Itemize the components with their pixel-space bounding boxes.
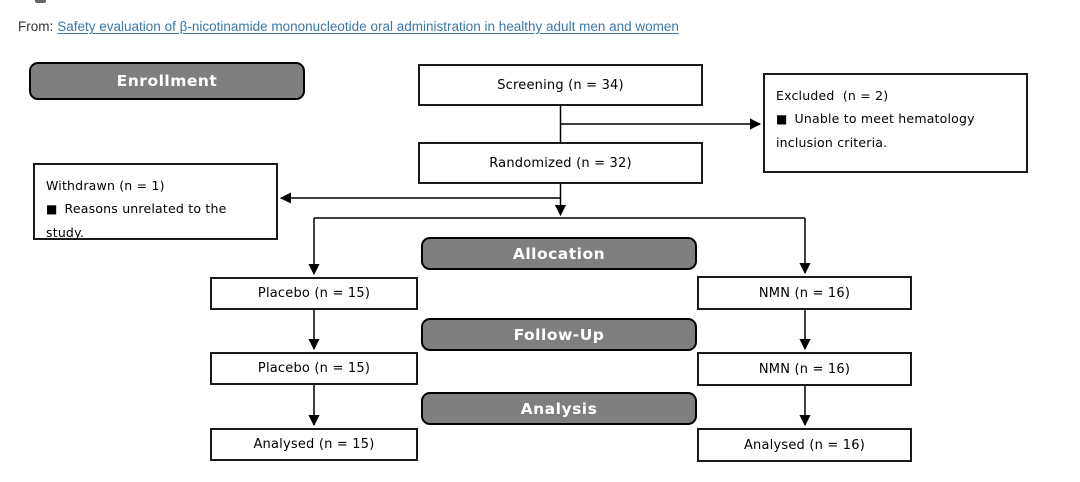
placebo-analysed-label: Analysed (n = 15) (253, 437, 375, 452)
placebo-analysed-box: Analysed (n = 15) (210, 428, 418, 461)
withdrawn-reason-text: Reasons unrelated to the study. (46, 201, 227, 240)
from-label: From: (18, 19, 54, 34)
stage-analysis: Analysis (421, 392, 697, 425)
cropped-heading-fragment (35, 0, 46, 3)
stage-enrollment-label: Enrollment (116, 72, 218, 90)
screening-box: Screening (n = 34) (418, 64, 703, 106)
screening-label: Screening (n = 34) (497, 77, 624, 93)
stage-follow-up: Follow-Up (421, 318, 697, 351)
stage-follow-up-label: Follow-Up (513, 325, 605, 344)
bullet-square-icon: ■ (46, 202, 58, 216)
excluded-reason-text: Unable to meet hematology inclusion crit… (776, 111, 975, 150)
stage-enrollment: Enrollment (29, 62, 305, 100)
withdrawn-reason: ■Reasons unrelated to the study. (46, 197, 265, 244)
nmn-analysed-box: Analysed (n = 16) (697, 428, 912, 462)
nmn-followup-box: NMN (n = 16) (697, 352, 912, 386)
withdrawn-box: Withdrawn (n = 1) ■Reasons unrelated to … (33, 163, 278, 240)
stage-analysis-label: Analysis (520, 399, 598, 418)
randomized-label: Randomized (n = 32) (489, 155, 632, 171)
nmn-allocation-label: NMN (n = 16) (758, 285, 851, 301)
placebo-allocation-label: Placebo (n = 15) (257, 286, 371, 301)
article-title-link[interactable]: Safety evaluation of β-nicotinamide mono… (57, 19, 679, 34)
placebo-allocation-box: Placebo (n = 15) (210, 277, 418, 310)
placebo-followup-label: Placebo (n = 15) (257, 361, 371, 376)
withdrawn-title: Withdrawn (n = 1) (46, 178, 165, 193)
excluded-box: Excluded (n = 2) ■Unable to meet hematol… (763, 73, 1028, 173)
stage-allocation: Allocation (421, 237, 697, 270)
stage-allocation-label: Allocation (512, 244, 606, 263)
excluded-reason: ■Unable to meet hematology inclusion cri… (776, 107, 1015, 154)
nmn-allocation-box: NMN (n = 16) (697, 276, 912, 310)
excluded-title: Excluded (n = 2) (776, 88, 889, 103)
figure-source-line: From:Safety evaluation of β-nicotinamide… (18, 19, 679, 34)
nmn-followup-label: NMN (n = 16) (758, 361, 851, 377)
nmn-analysed-label: Analysed (n = 16) (743, 437, 866, 453)
bullet-square-icon: ■ (776, 112, 788, 126)
placebo-followup-box: Placebo (n = 15) (210, 352, 418, 385)
randomized-box: Randomized (n = 32) (418, 142, 703, 184)
